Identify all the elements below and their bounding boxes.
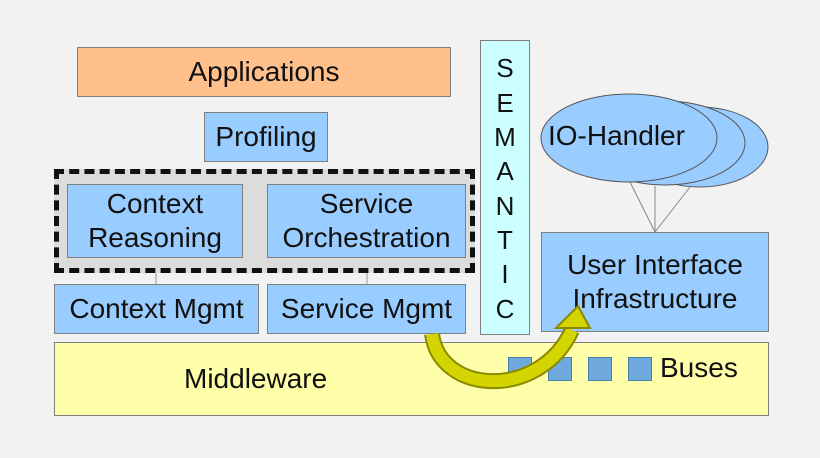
profiling-box: Profiling (204, 112, 328, 162)
context-reasoning-label: Context Reasoning (88, 187, 222, 254)
applications-label: Applications (188, 56, 340, 88)
semantic-letter: N (495, 190, 515, 221)
service-mgmt-box: Service Mgmt (267, 284, 466, 334)
context-reasoning-line-2: Reasoning (88, 222, 222, 253)
bus-square (628, 357, 652, 381)
buses-label: Buses (660, 352, 738, 383)
service-orchestration-label: Service Orchestration (282, 187, 450, 254)
applications-box: Applications (77, 47, 451, 97)
middleware-label: Middleware (184, 363, 328, 394)
ui-infrastructure-line-2: Infrastructure (572, 283, 738, 314)
semantic-letter: T (497, 225, 513, 256)
ui-infrastructure-line-1: User Interface (567, 249, 743, 281)
service-mgmt-label: Service Mgmt (280, 293, 453, 325)
context-reasoning-box: Context Reasoning (67, 184, 243, 258)
semantic-letter: A (496, 156, 514, 187)
profiling-label: Profiling (215, 121, 317, 153)
bus-square (588, 357, 612, 381)
io-handler-ellipse-front (540, 93, 718, 183)
semantic-letter: E (496, 87, 514, 118)
io-connector-line-3 (654, 186, 691, 233)
arrow-head-icon (553, 304, 592, 329)
context-mgmt-label: Context Mgmt (69, 293, 244, 325)
semantic-letter: S (496, 53, 514, 84)
ui-infrastructure-label: User Interface Infrastructure (567, 248, 743, 315)
curved-arrow-fill (426, 327, 578, 388)
service-orchestration-box: Service Orchestration (267, 184, 466, 258)
semantic-letter: I (501, 259, 509, 290)
semantic-letter: M (494, 121, 516, 152)
context-mgmt-box: Context Mgmt (54, 284, 259, 334)
context-reasoning-line-1: Context (106, 188, 204, 220)
semantic-column: S E M A N T I C (480, 40, 530, 335)
io-connector-line-1 (628, 179, 656, 233)
io-handler-label: IO-Handler (548, 120, 685, 151)
service-orchestration-line-2: Orchestration (282, 222, 451, 253)
service-orchestration-line-1: Service (319, 188, 414, 220)
semantic-letter: C (495, 293, 515, 324)
